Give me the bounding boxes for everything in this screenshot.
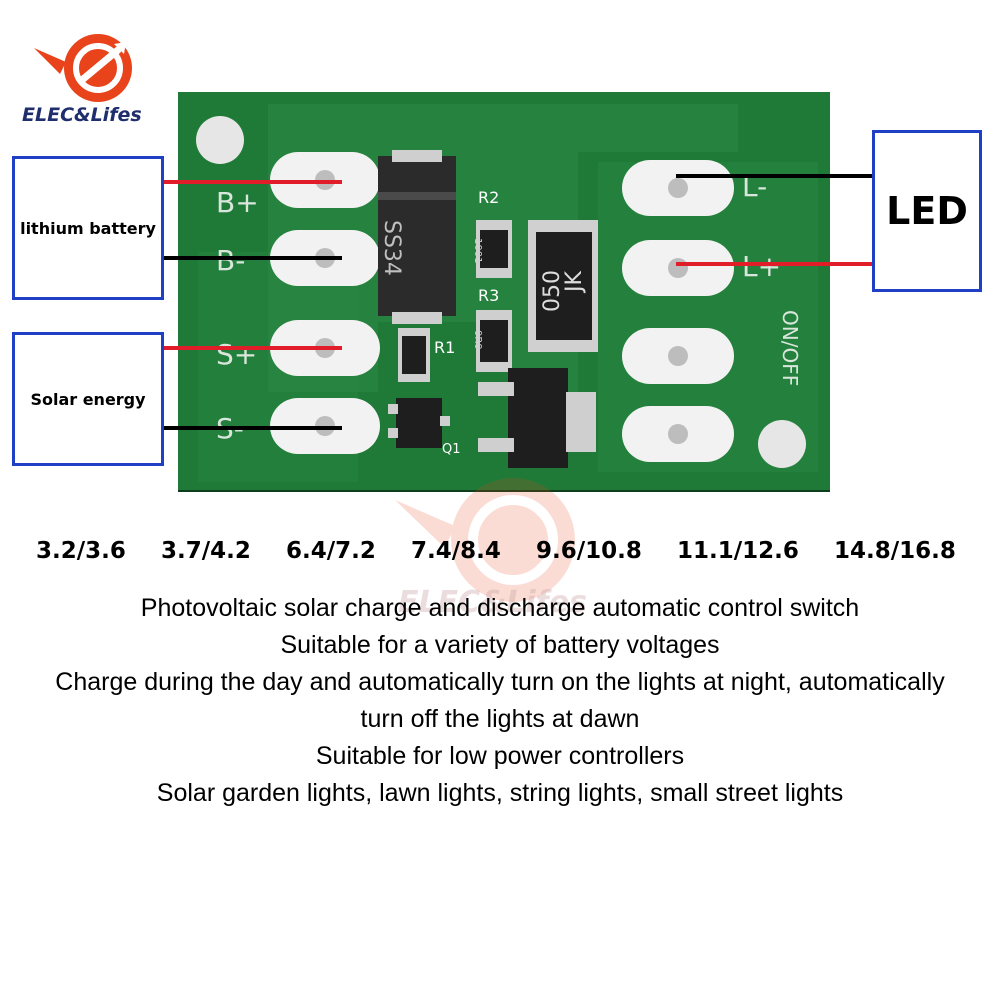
watermark-logo-icon [395,478,575,602]
r3-code: 0R0 [472,330,483,350]
voltage-item: 3.7/4.2 [161,538,251,564]
wire-solar-positive [162,346,342,350]
silk-r3: R3 [478,286,500,305]
brand-name: ELEC&Lifes [22,104,142,126]
watermark-text: ELEC&Lifes [398,585,587,620]
inductor-marking-1: JK [562,271,587,292]
diode-marking: SS34 [379,220,404,276]
pad-label-b-minus: B- [216,244,246,277]
description-line-6: Solar garden lights, lawn lights, string… [156,779,844,807]
r2-code: 1001 [472,238,483,264]
wire-battery-negative [162,256,342,260]
solar-label: Solar energy [30,389,146,409]
wire-led-negative [676,174,876,178]
voltage-item: 11.1/12.6 [677,538,799,564]
pad-label-l-plus: L+ [742,250,782,283]
wire-solar-negative [162,426,342,430]
description-line-1: Photovoltaic solar charge and discharge … [140,594,860,622]
pcb-graphics [196,104,818,482]
description-line-4: turn off the lights at dawn [360,705,640,733]
voltage-item: 7.4/8.4 [411,538,501,564]
description-line-5: Suitable for low power controllers [315,742,685,770]
pad-label-b-plus: B+ [216,186,259,219]
voltage-item: 9.6/10.8 [536,538,642,564]
voltage-list: 3.2/3.6 3.7/4.2 6.4/7.2 7.4/8.4 9.6/10.8… [36,538,956,564]
voltage-item: 14.8/16.8 [834,538,956,564]
solar-box: Solar energy [12,332,164,466]
wire-battery-positive [162,180,342,184]
wire-led-positive [676,262,876,266]
inductor-marking-2: 050 [540,270,565,312]
silk-q1: Q1 [442,442,461,457]
led-box: LED [872,130,982,292]
led-label: LED [886,189,968,233]
battery-label: lithium battery [20,218,156,238]
pad-label-s-plus: S+ [216,338,258,371]
battery-box: lithium battery [12,156,164,300]
silk-r2: R2 [478,188,500,207]
voltage-item: 6.4/7.2 [286,538,376,564]
silk-r1: R1 [434,338,456,357]
brand-logo-icon [34,34,132,102]
voltage-item: 3.2/3.6 [36,538,126,564]
description-line-2: Suitable for a variety of battery voltag… [280,631,720,659]
on-off-label: ON/OFF [778,310,802,387]
description-line-3: Charge during the day and automatically … [55,668,945,696]
